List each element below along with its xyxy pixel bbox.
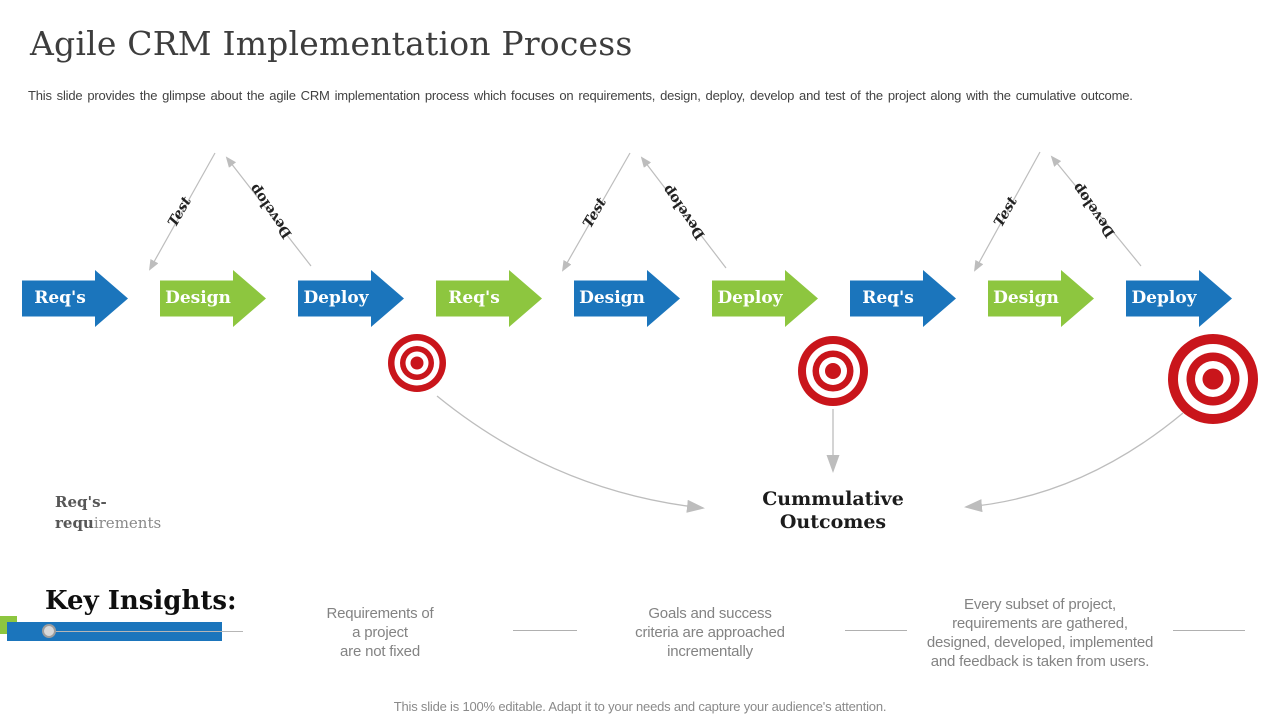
cycle-label-develop-1: Develop bbox=[246, 180, 296, 242]
process-arrow-label: Req's bbox=[448, 288, 500, 308]
cycle-label-develop-3: Develop bbox=[1069, 179, 1119, 241]
insight-divider-3 bbox=[1173, 630, 1245, 631]
accent-slider-dot bbox=[42, 624, 56, 638]
key-insight-item-3: Every subset of project, requirements ar… bbox=[926, 596, 1154, 670]
outcome-curve-left bbox=[436, 395, 705, 513]
outcome-curve-right bbox=[964, 412, 1184, 513]
process-arrow-label: Req's bbox=[34, 288, 86, 308]
cycle-label-test-1: Test bbox=[165, 194, 195, 230]
slide-footer-note: This slide is 100% editable. Adapt it to… bbox=[393, 699, 887, 714]
target-icon-2 bbox=[798, 336, 868, 406]
cumulative-outcomes-label: Cummulative Outcomes bbox=[733, 488, 933, 534]
insight-divider-1 bbox=[513, 630, 577, 631]
cycle-label-test-2: Test bbox=[580, 195, 610, 231]
process-arrow-design-3: Design bbox=[988, 270, 1094, 327]
process-arrow-label: Design bbox=[579, 288, 645, 308]
key-insight-item-1: Requirements of a project are not fixed bbox=[326, 605, 434, 660]
process-arrow-label: Deploy bbox=[1131, 288, 1197, 308]
cumulative-outcomes-line2: Outcomes bbox=[779, 511, 887, 533]
process-arrow-design-2: Design bbox=[574, 270, 680, 327]
process-arrow-deploy-1: Deploy bbox=[298, 270, 404, 327]
process-arrow-reqs-3: Req's bbox=[850, 270, 956, 327]
target-icon-1 bbox=[388, 334, 446, 392]
process-arrow-design-1: Design bbox=[160, 270, 266, 327]
reqs-legend-abbr: Req's- bbox=[55, 493, 107, 511]
process-arrow-reqs-1: Req's bbox=[22, 270, 128, 327]
reqs-legend-word-rest: irements bbox=[93, 514, 162, 532]
reqs-legend: Req's- requirements bbox=[55, 492, 161, 534]
process-arrow-label: Design bbox=[165, 288, 231, 308]
insight-divider-2 bbox=[845, 630, 907, 631]
process-arrow-deploy-3: Deploy bbox=[1126, 270, 1232, 327]
key-insight-item-2: Goals and success criteria are approache… bbox=[635, 605, 785, 660]
cycle-label-test-3: Test bbox=[991, 194, 1021, 230]
process-arrow-label: Design bbox=[993, 288, 1059, 308]
slide-description: This slide provides the glimpse about th… bbox=[28, 88, 1133, 103]
process-arrow-label: Req's bbox=[862, 288, 914, 308]
target-icon-3 bbox=[1168, 334, 1258, 424]
key-insights-heading: Key Insights: bbox=[45, 586, 237, 616]
cumulative-outcomes-line1: Cummulative bbox=[762, 488, 904, 510]
process-arrow-deploy-2: Deploy bbox=[712, 270, 818, 327]
page-title: Agile CRM Implementation Process bbox=[30, 24, 633, 63]
process-arrow-label: Deploy bbox=[303, 288, 369, 308]
cycle-label-develop-2: Develop bbox=[659, 181, 709, 243]
process-arrow-label: Deploy bbox=[717, 288, 783, 308]
reqs-legend-word-bold: requ bbox=[55, 514, 94, 532]
process-arrow-reqs-2: Req's bbox=[436, 270, 542, 327]
accent-slider-line bbox=[49, 631, 243, 632]
